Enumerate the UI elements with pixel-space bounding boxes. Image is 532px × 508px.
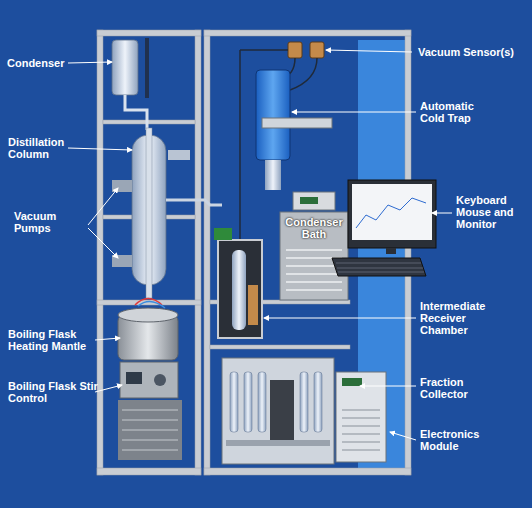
part-label: Electronics Module — [420, 428, 500, 452]
part-label: Automatic Cold Trap — [420, 100, 490, 124]
fraction-collector — [222, 358, 334, 464]
part-label: Condenser Bath — [284, 216, 344, 240]
part-label: Fraction Collector — [420, 376, 500, 400]
condenser — [112, 38, 149, 130]
condenser-bath — [280, 192, 348, 300]
part-label: Vacuum Pumps — [14, 210, 92, 234]
receiver-chamber — [214, 228, 262, 338]
leader-line — [68, 50, 452, 440]
part-label: Vacuum Sensor(s) — [418, 46, 528, 58]
part-label: Intermediate Receiver Chamber — [420, 300, 500, 336]
distillation-column — [112, 128, 222, 298]
part-label: Keyboard Mouse and Monitor — [456, 194, 518, 230]
cabinet-frame — [97, 30, 411, 475]
part-label: Distillation Column — [8, 136, 78, 160]
part-label: Condenser — [7, 57, 77, 69]
part-label: Boiling Flask Heating Mantle — [8, 328, 98, 352]
stir-control — [118, 362, 182, 460]
heating-mantle — [118, 299, 178, 361]
part-label: Boiling Flask Stir Control — [8, 380, 98, 404]
monitor — [332, 180, 436, 276]
cold-trap — [256, 70, 332, 190]
